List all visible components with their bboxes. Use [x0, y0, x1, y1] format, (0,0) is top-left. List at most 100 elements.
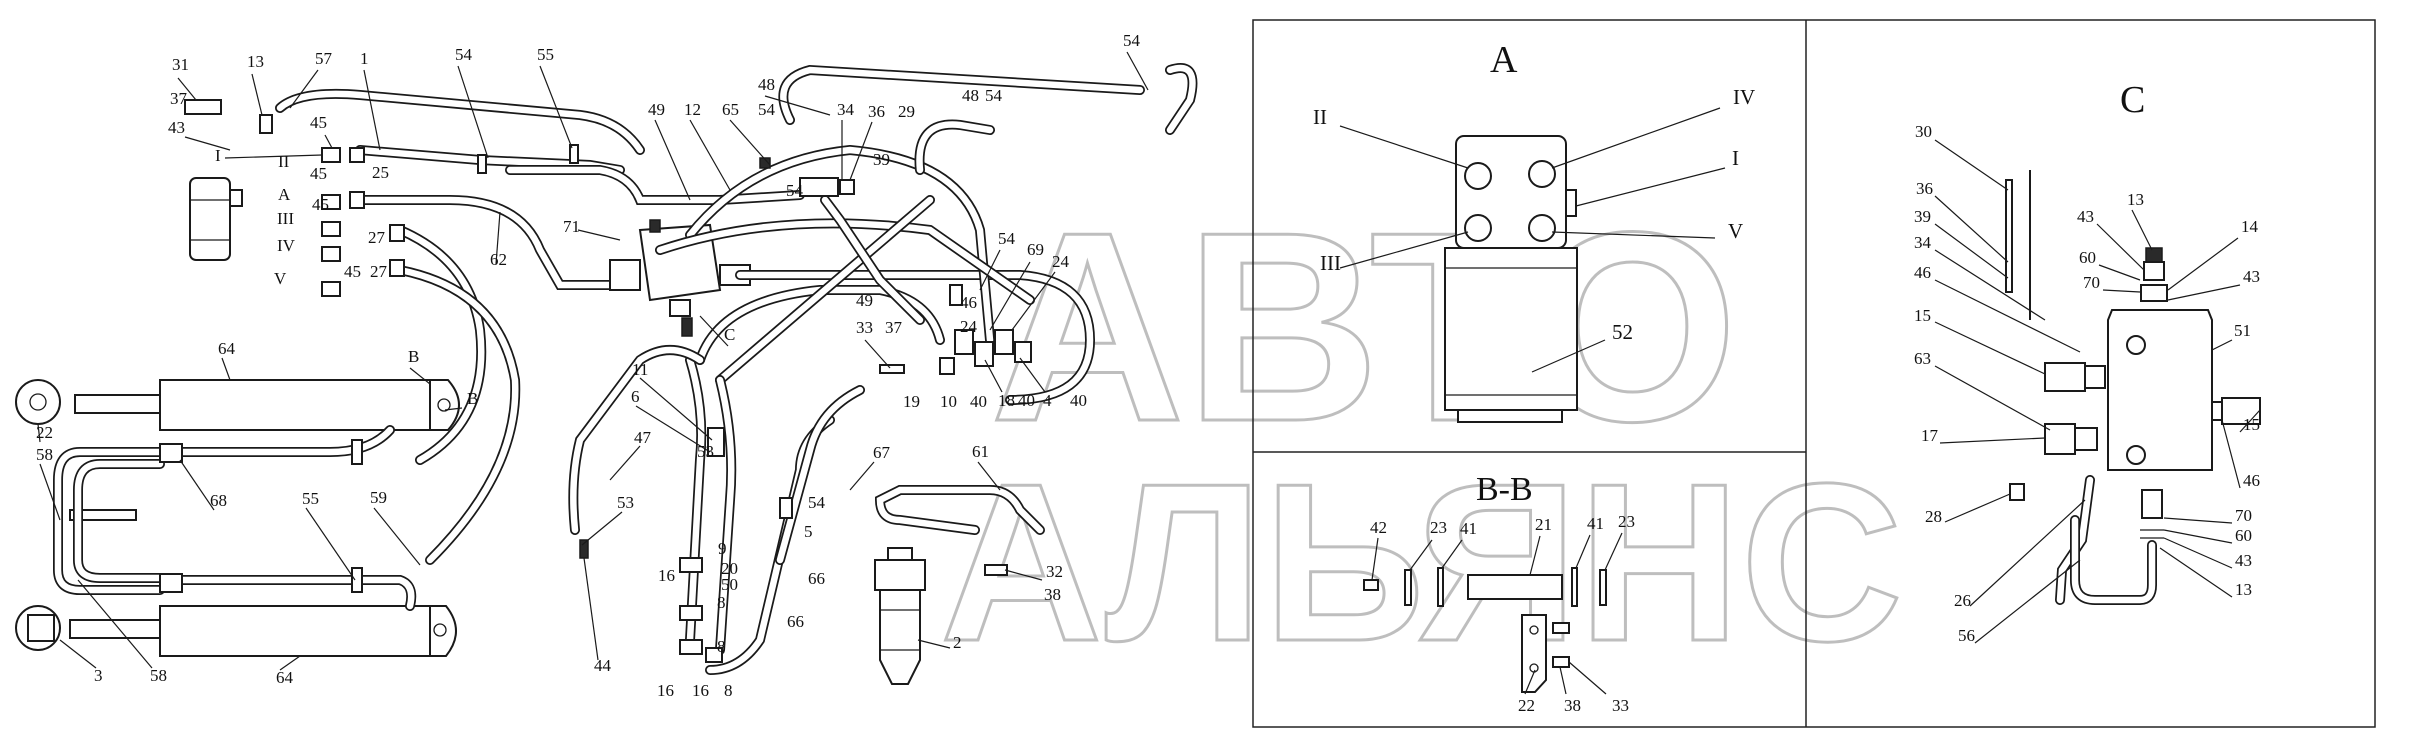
valve-block-51 [2107, 309, 2213, 471]
part-label: 26 [1954, 591, 1971, 610]
part-label: 39 [1914, 207, 1931, 226]
cylinder-64-lower-body [159, 605, 431, 657]
detail-frames [1252, 19, 2376, 728]
part-label: 36 [1916, 179, 1933, 198]
part-label: 43 [2235, 551, 2252, 570]
cylinder-upper-eye-left [15, 379, 61, 425]
fittings-cluster [579, 157, 1032, 663]
filter-body [879, 589, 921, 685]
part-label: 9 [718, 539, 727, 558]
part-label: 24 [960, 317, 978, 336]
plate-22 [1521, 614, 1547, 693]
part-label: В [408, 347, 419, 366]
part-label: 40 [1070, 391, 1087, 410]
part-label: 12 [684, 100, 701, 119]
part-label: 66 [787, 612, 804, 631]
part-label: 22 [1518, 696, 1535, 715]
part-label: 37 [885, 318, 903, 337]
part-label: 8 [717, 637, 726, 656]
solenoid-body [189, 177, 231, 261]
part-label: 43 [2243, 267, 2260, 286]
part-label: 5 [804, 522, 813, 541]
cylinder-hoses [27, 425, 417, 642]
part-label: 45 [310, 164, 327, 183]
part-label: 62 [490, 250, 507, 269]
view-bb-title: В-В [1476, 471, 1533, 508]
part-label: 17 [1921, 426, 1939, 445]
port-ii [1464, 162, 1492, 190]
filter-2 [874, 547, 926, 685]
part-label: 50 [721, 575, 738, 594]
part-label: 33 [856, 318, 873, 337]
port-v [1528, 214, 1556, 242]
part-label: 54 [758, 100, 776, 119]
part-label: 40 [970, 392, 987, 411]
steering-unit-base [1457, 409, 1563, 423]
part-label: 48 [962, 86, 979, 105]
part-label: 24 [1052, 252, 1070, 271]
main-assembly [15, 51, 1198, 685]
part-label: 18 [998, 391, 1015, 410]
part-label: 23 [1430, 518, 1447, 537]
part-label: IV [1733, 85, 1755, 109]
part-label: 53 [697, 442, 714, 461]
part-label: 55 [537, 45, 554, 64]
part-label: 54 [808, 493, 826, 512]
part-label: 16 [692, 681, 709, 700]
long-hoses-left [275, 88, 805, 565]
part-label: 23 [1618, 512, 1635, 531]
part-label: 36 [868, 102, 885, 121]
part-label: С [724, 325, 735, 344]
part-label: 21 [1535, 515, 1552, 534]
part-label: 47 [634, 428, 652, 447]
part-label: V [1728, 219, 1743, 243]
part-label: 39 [873, 150, 890, 169]
part-label: 2 [953, 633, 962, 652]
part-label: 70 [2083, 273, 2100, 292]
view-a-title: А [1490, 39, 1518, 81]
cylinder-upper [15, 379, 460, 431]
part-label: III [277, 209, 294, 228]
port-iv [1528, 160, 1556, 188]
part-label: 64 [276, 668, 294, 687]
part-label: 25 [372, 163, 389, 182]
details-outer-frame [1252, 19, 2376, 728]
part-label: 58 [150, 666, 167, 685]
part-label: 49 [856, 291, 873, 310]
main-leaders [37, 51, 1149, 671]
part-label: I [1732, 146, 1739, 170]
steering-unit-body [1444, 247, 1578, 411]
part-label: 43 [168, 118, 185, 137]
part-label: 52 [1612, 320, 1633, 344]
part-label: 1 [360, 49, 369, 68]
hose-bundle-right [568, 63, 1198, 675]
part-label: 69 [1027, 240, 1044, 259]
part-label: 38 [1564, 696, 1581, 715]
part-label: 55 [302, 489, 319, 508]
part-label: 54 [786, 181, 804, 200]
part-label: 3 [94, 666, 103, 685]
part-label: 66 [808, 569, 825, 588]
part-label: 27 [368, 228, 386, 247]
port-iii [1464, 214, 1492, 242]
part-label: 33 [1612, 696, 1629, 715]
part-label: 45 [344, 262, 361, 281]
part-label: 34 [837, 100, 855, 119]
part-label: III [1320, 251, 1341, 275]
part-label: 54 [985, 86, 1003, 105]
part-label: 13 [2127, 190, 2144, 209]
part-label: 53 [617, 493, 634, 512]
part-label: А [278, 185, 291, 204]
part-label: 13 [247, 52, 264, 71]
part-label: 37 [170, 89, 188, 108]
fitting-17 [2044, 423, 2076, 455]
part-label: 10 [940, 392, 957, 411]
view-c-title: С [2120, 79, 2145, 121]
part-label: 43 [2077, 207, 2094, 226]
part-label: 41 [1587, 514, 1604, 533]
part-label: 19 [903, 392, 920, 411]
part-label: 56 [1958, 626, 1975, 645]
part-label: 20 [721, 559, 738, 578]
